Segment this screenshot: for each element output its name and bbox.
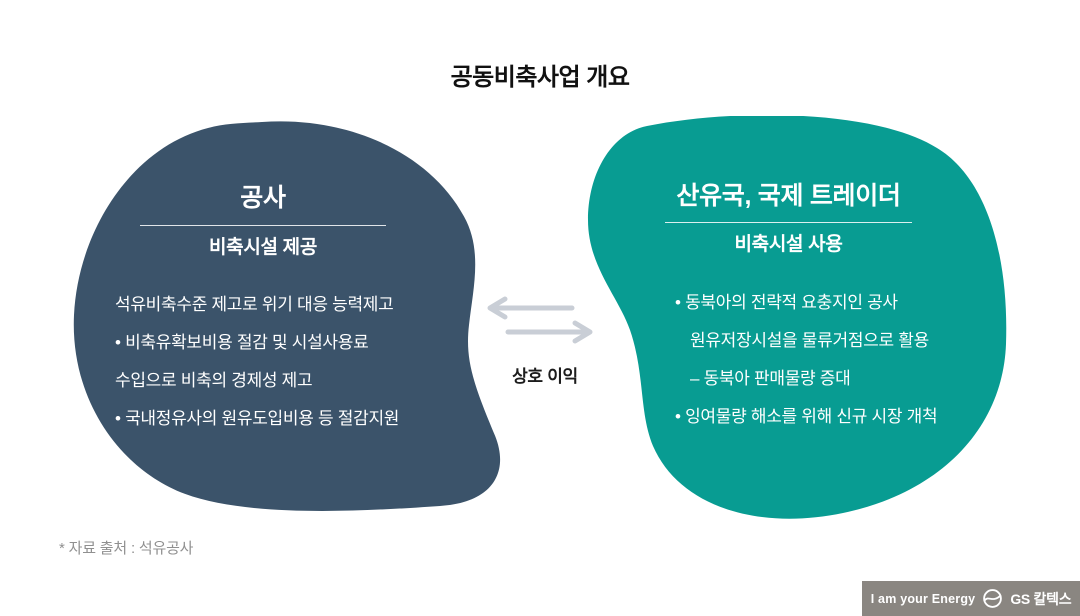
- right-card-divider: [665, 222, 912, 223]
- arrow-left-head-icon: [487, 296, 508, 320]
- left-card-subtitle: 비축시설 제공: [208, 237, 318, 258]
- footer-brand-name: GS 칼텍스: [1010, 590, 1072, 607]
- left-card-line-3: 수입으로 비축의 경제성 제고: [115, 371, 313, 390]
- right-card-line-1: • 동북아의 전략적 요충지인 공사: [675, 293, 898, 312]
- footer-slogan: I am your Energy: [870, 591, 976, 606]
- left-card-title: 공사: [240, 184, 286, 212]
- left-blob-shape-icon: [73, 121, 501, 511]
- right-card: 산유국, 국제 트레이더 비축시설 사용 • 동북아의 전략적 요충지인 공사 …: [585, 116, 1010, 520]
- source-footnote: * 자료 출처 : 석유공사: [59, 540, 194, 557]
- exchange-arrows-icon: [487, 296, 593, 344]
- page-title: 공동비축사업 개요: [450, 64, 630, 91]
- left-card-body: 석유비축수준 제고로 위기 대응 능력제고 • 비축유확보비용 절감 및 시설사…: [115, 286, 467, 438]
- right-card-line-4: • 잉여물량 해소를 위해 신규 시장 개척: [675, 407, 938, 426]
- left-card-divider: [140, 225, 386, 226]
- arrow-right-head-icon: [572, 320, 593, 344]
- right-card-body: • 동북아의 전략적 요충지인 공사 원유저장시설을 물류거점으로 활용 – 동…: [675, 284, 1005, 436]
- left-card-line-1: 석유비축수준 제고로 위기 대응 능력제고: [115, 295, 394, 314]
- right-card-subtitle: 비축시설 사용: [734, 234, 843, 255]
- right-blob-shape-icon: [588, 116, 1007, 519]
- gs-caltex-logo-icon: [983, 589, 1003, 608]
- right-card-line-3: – 동북아 판매물량 증대: [690, 369, 851, 388]
- right-card-line-2: 원유저장시설을 물류거점으로 활용: [690, 331, 929, 350]
- footer-brand-bar: I am your Energy GS 칼텍스: [862, 581, 1080, 616]
- left-card-line-4: • 국내정유사의 원유도입비용 등 절감지원: [115, 409, 400, 428]
- left-card-line-2: • 비축유확보비용 절감 및 시설사용료: [115, 333, 369, 352]
- left-card: 공사 비축시설 제공 석유비축수준 제고로 위기 대응 능력제고 • 비축유확보…: [72, 120, 502, 514]
- mutual-benefit-label: 상호 이익: [512, 367, 578, 386]
- right-card-title: 산유국, 국제 트레이더: [676, 182, 901, 210]
